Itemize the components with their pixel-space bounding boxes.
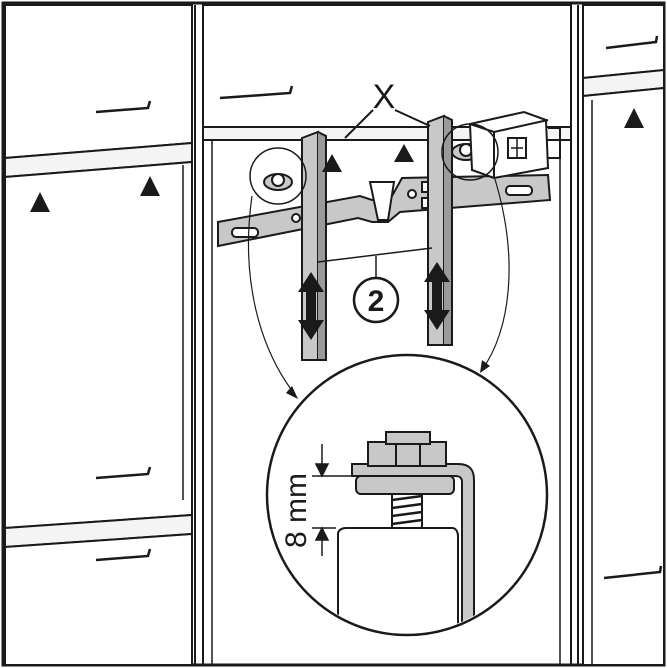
right-detail-circle	[441, 123, 499, 181]
callout-x-leader-left	[344, 109, 374, 139]
hinge-box	[468, 110, 561, 180]
center-top-door-handle-icon	[219, 85, 294, 100]
left-lower-door	[4, 532, 193, 666]
left-top-door	[4, 4, 193, 160]
right-top-door-handle-icon	[605, 35, 659, 50]
right-cabinet-column	[582, 4, 665, 666]
right-up-arrow-marker-icon	[624, 108, 644, 128]
center-cabinet-column	[194, 4, 579, 665]
bracket-up-arrow-marker-icon	[322, 154, 342, 172]
detail-leader-right	[481, 175, 510, 371]
callout-x-leader-right	[394, 109, 431, 127]
bracket-up-arrow-marker-icon-2	[394, 144, 414, 162]
dimension-arrow-icon	[312, 444, 352, 556]
left-lower-door-handle-icon	[95, 548, 152, 562]
detail-leader-left	[247, 195, 297, 397]
step-bracket-line	[317, 247, 433, 263]
detail-nut	[367, 441, 447, 467]
callout-x-label: X	[373, 78, 396, 116]
left-up-arrow-marker-icon	[30, 192, 50, 212]
left-main-door	[4, 160, 193, 530]
bracket-slot-left	[231, 227, 259, 238]
magnified-detail-content	[337, 431, 475, 633]
detail-bracket-profile	[351, 463, 475, 633]
bracket-slot-right	[505, 185, 533, 196]
step-number-label: 2	[368, 285, 385, 318]
dimension-label: 8 mm	[280, 473, 313, 548]
right-main-door	[582, 86, 665, 666]
left-detail-circle	[249, 147, 307, 205]
left-double-arrow-icon	[298, 272, 324, 340]
step-number-circle	[352, 276, 400, 324]
detail-panel	[337, 527, 459, 633]
left-top-door-handle-icon	[95, 100, 152, 114]
right-main-door-handle-icon	[603, 565, 663, 580]
left-main-door-handle-icon	[95, 466, 152, 480]
left-nut-bolt-icon	[263, 173, 293, 191]
left-cabinet-column	[4, 4, 193, 666]
right-double-arrow-icon	[424, 262, 450, 330]
left-up-arrow-marker-icon-2	[140, 176, 160, 196]
detail-washer	[355, 475, 455, 495]
